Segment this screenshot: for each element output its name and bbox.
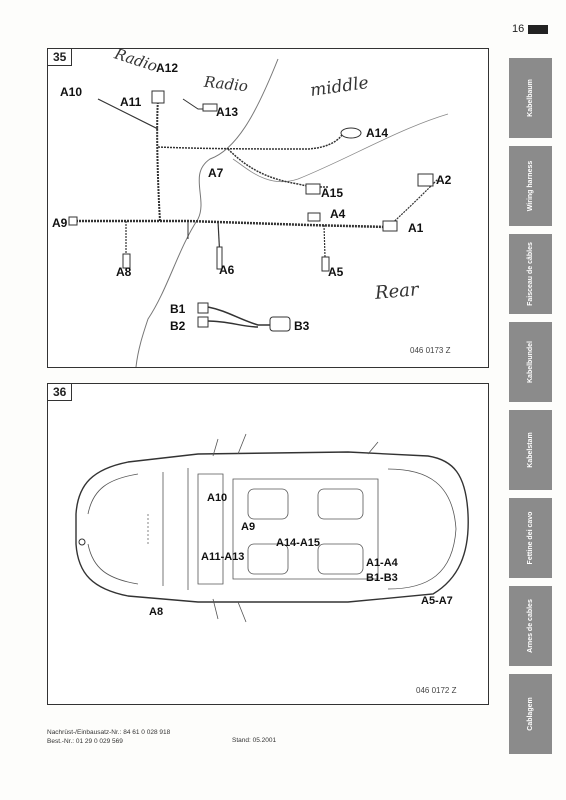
label-b1: B1 [170,302,186,316]
label-a2: A2 [436,173,452,187]
tab-kabelstam: Kabelstam [509,410,552,490]
label-a14: A14 [366,126,389,140]
figure-number: 36 [48,384,73,401]
location-a8: A8 [149,606,164,618]
label-a9: A9 [52,216,68,230]
label-a1: A1 [408,221,424,235]
label-b2: B2 [170,319,186,333]
label-a12: A12 [156,61,179,75]
label-a4: A4 [330,207,346,221]
tab-arnes: Arnes de cables [509,586,552,666]
label-a5: A5 [328,265,344,279]
location-a14-a15: A14-A15 [276,537,321,549]
label-a6: A6 [219,263,235,277]
note-rear: Rear [374,279,420,304]
location-a9: A9 [241,521,256,533]
harness-drawing [68,58,449,367]
location-b1-b3: B1-B3 [366,572,398,584]
location-a11-a13: A11-A13 [201,551,245,563]
tab-cablagem: Cablagem [509,674,552,754]
figure-code: 046 0173 Z [410,346,451,355]
label-a15: A15 [321,186,344,200]
language-tabs: Kabelbaum Wiring harness Faisceau de câb… [509,58,552,762]
label-b3: B3 [294,319,310,333]
label-a13: A13 [216,105,239,119]
label-a8: A8 [116,265,132,279]
label-a11: A11 [120,95,142,109]
tab-kabelbundel: Kabelbundel [509,322,552,402]
label-a10: A10 [60,85,83,99]
footer-kit-number: Nachrüst-/Einbausatz-Nr.: 84 61 0 028 91… [47,729,171,736]
footer-order-number: Best.-Nr.: 01 29 0 029 569 [47,738,123,745]
figure-number: 35 [48,49,73,66]
location-a10: A10 [207,492,228,504]
tab-faisceau: Faisceau de câbles [509,234,552,314]
figure-wiring-harness: 35 Radio Radio middle [47,45,489,368]
footer: Nachrüst-/Einbausatz-Nr.: 84 61 0 028 91… [47,728,170,746]
location-a1-a4: A1-A4 [366,557,398,569]
label-a7: A7 [208,166,224,180]
footer-stand: Stand: 05.2001 [232,737,277,744]
page-marker [528,25,548,34]
figure-vehicle-locations: 36 A10 A9 A11-A13 A14-A15 A1-A4 B1-B3 A8… [47,383,489,705]
location-a5-a7: A5-A7 [421,595,453,607]
page-number: 16 [512,23,525,35]
figure-code: 046 0172 Z [416,686,457,695]
tab-kabelbaum: Kabelbaum [509,58,552,138]
tab-wiring-harness: Wiring harness [509,146,552,226]
tab-fettine: Fettine dei cavo [509,498,552,578]
vehicle-drawing [75,433,469,623]
